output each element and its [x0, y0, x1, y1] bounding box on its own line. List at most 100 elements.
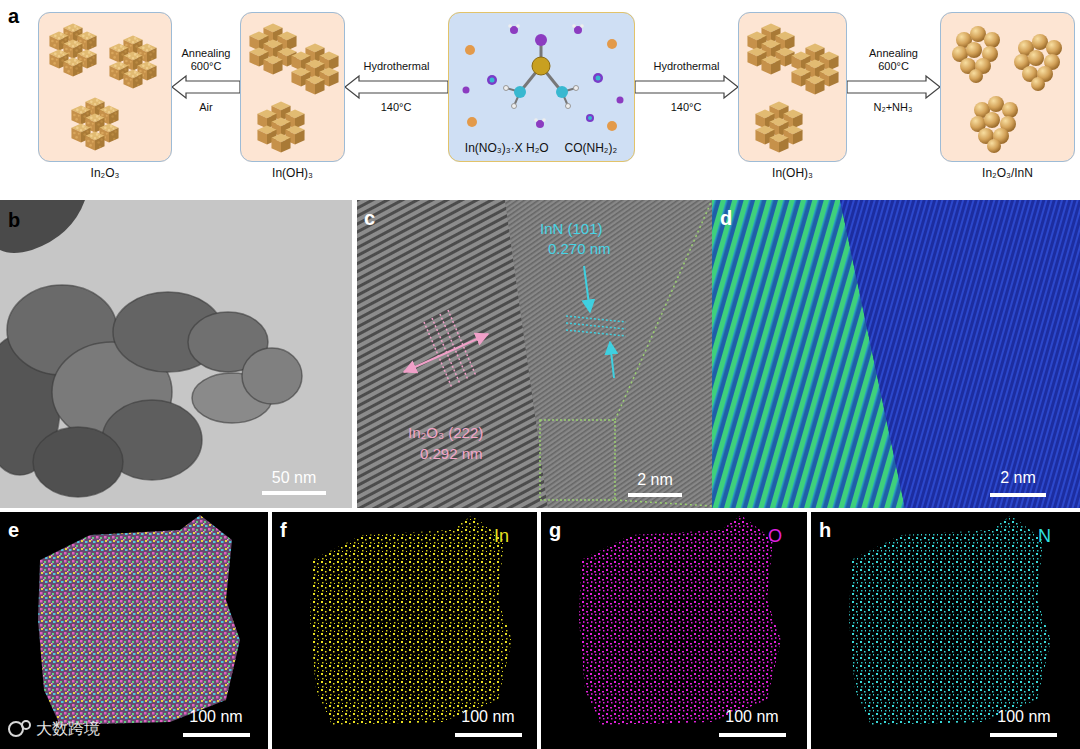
art-circle [580, 24, 584, 28]
box-caption: In₂O₃/InN [982, 166, 1033, 180]
art-rect [240, 12, 345, 162]
art-line [615, 500, 712, 506]
scale-label: 100 nm [997, 707, 1050, 726]
process-arrow [635, 76, 738, 98]
art-rect [0, 200, 352, 508]
condition-label: Air [199, 101, 212, 114]
art-circle [596, 76, 601, 81]
art-ellipse [33, 427, 123, 497]
panel-letter: f [280, 518, 287, 542]
art-circle [593, 73, 603, 83]
hrtem-image [357, 200, 712, 508]
art-rect [541, 512, 807, 749]
art-use [747, 23, 794, 74]
art-rect [448, 12, 635, 162]
art-use [249, 23, 296, 74]
art-line [615, 200, 712, 420]
tem-image [0, 200, 352, 508]
art-use [71, 97, 118, 150]
lattice-label: In₂O₃ (222) [408, 424, 483, 442]
art-circle [542, 118, 546, 122]
product-box: In₂O₃ [38, 12, 172, 162]
art-rect [272, 512, 537, 749]
art-circle [22, 721, 30, 729]
art-line [566, 330, 626, 336]
art-path [0, 200, 85, 253]
condition-label: 140°C [381, 101, 412, 114]
process-arrow [847, 76, 940, 98]
scale-label: 100 nm [461, 707, 514, 726]
scale-label: 50 nm [272, 468, 316, 487]
art-circle [516, 24, 520, 28]
element-label: In [494, 526, 509, 548]
art-g [0, 285, 302, 497]
panel-letter: e [8, 518, 19, 542]
panel-letter: d [720, 206, 732, 230]
art-rect [0, 512, 268, 749]
art-ellipse [242, 348, 302, 404]
art-rect [940, 12, 1075, 162]
art-use [755, 101, 802, 152]
art-circle [504, 86, 509, 91]
panel-letter: b [8, 208, 20, 232]
art-circle [490, 78, 495, 83]
art-g [424, 310, 476, 388]
art-circle [508, 24, 512, 28]
panel-letter: g [549, 518, 561, 542]
watermark: 大数跨境 [36, 719, 100, 738]
condition-label: 140°C [671, 101, 702, 114]
scale-label: 100 nm [189, 707, 242, 726]
condition-label: Annealing 600°C [182, 47, 231, 73]
condition-label: Hydrothermal [653, 60, 719, 73]
spacing-label: 0.270 nm [548, 240, 611, 258]
art-circle [9, 722, 23, 736]
art-use [291, 43, 338, 94]
scale-label: 2 nm [637, 470, 673, 489]
art-circle [512, 104, 517, 109]
product-box: In₂O₃/InN [940, 12, 1075, 162]
art-rect [738, 12, 847, 162]
art-circle [556, 86, 568, 98]
art-line [183, 733, 250, 737]
panel-letter: a [8, 4, 19, 28]
art-use [49, 23, 96, 76]
art-line [404, 334, 488, 372]
lattice-label: InN (101) [540, 220, 603, 238]
box-caption: In(OH)₃ [272, 166, 313, 180]
art-circle [487, 75, 497, 85]
art-rect [38, 12, 172, 162]
intermediate-box: In(OH)₃ [240, 12, 345, 162]
art-rect [540, 420, 615, 500]
element-label: O [768, 526, 782, 548]
art-g [9, 721, 30, 736]
condition-label: N₂+NH₃ [873, 101, 912, 114]
art-polygon [505, 200, 712, 508]
art-use [952, 26, 1000, 83]
art-circle [566, 104, 571, 109]
intermediate-box: In(OH)₃ [738, 12, 847, 162]
art-line [584, 266, 590, 312]
art-use [310, 515, 512, 725]
art-line [566, 323, 626, 329]
art-circle [572, 24, 576, 28]
fft-filtered-image [712, 200, 1080, 508]
art-circle [532, 57, 550, 75]
art-circle [467, 117, 477, 127]
reagent-name: In(NO₃)₃·X H₂O [465, 141, 549, 155]
art-rect [357, 200, 712, 508]
art-g [183, 733, 1057, 737]
box-caption: In(OH)₃ [772, 166, 813, 180]
art-line [990, 733, 1057, 737]
art-use [109, 35, 156, 88]
reagent-name: CO(NH₂)₂ [564, 141, 617, 155]
art-line [610, 342, 614, 378]
art-rect [811, 512, 1080, 749]
scale-label: 2 nm [1000, 468, 1036, 487]
art-use [1014, 34, 1062, 91]
scheme-boxes [38, 12, 1075, 162]
box-caption: In₂O₃ [91, 166, 120, 180]
